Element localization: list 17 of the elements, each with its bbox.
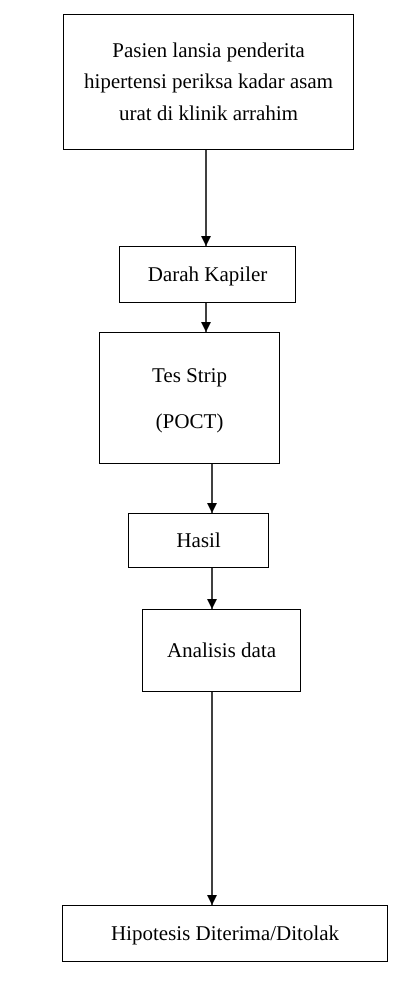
arrow <box>207 568 217 609</box>
box-text: Tes Strip (POCT) <box>151 362 228 435</box>
arrow <box>201 150 211 246</box>
process-box <box>99 332 280 464</box>
arrow <box>207 464 217 513</box>
box-text: Analisis data <box>166 636 276 664</box>
box-text: Hipotesis Diterima/Ditolak <box>110 920 340 947</box>
process-box <box>119 246 296 303</box>
arrow <box>207 692 217 905</box>
process-box <box>142 609 301 692</box>
box-text: Pasien lansia penderita hipertensi periksa kadar asam urat di klinik arrahim <box>83 36 334 127</box>
box-text: Hasil <box>176 526 221 554</box>
process-box <box>63 14 354 150</box>
process-box <box>128 513 269 568</box>
arrow <box>201 303 211 332</box>
process-box <box>62 905 388 962</box>
box-text: Darah Kapiler <box>148 260 268 288</box>
